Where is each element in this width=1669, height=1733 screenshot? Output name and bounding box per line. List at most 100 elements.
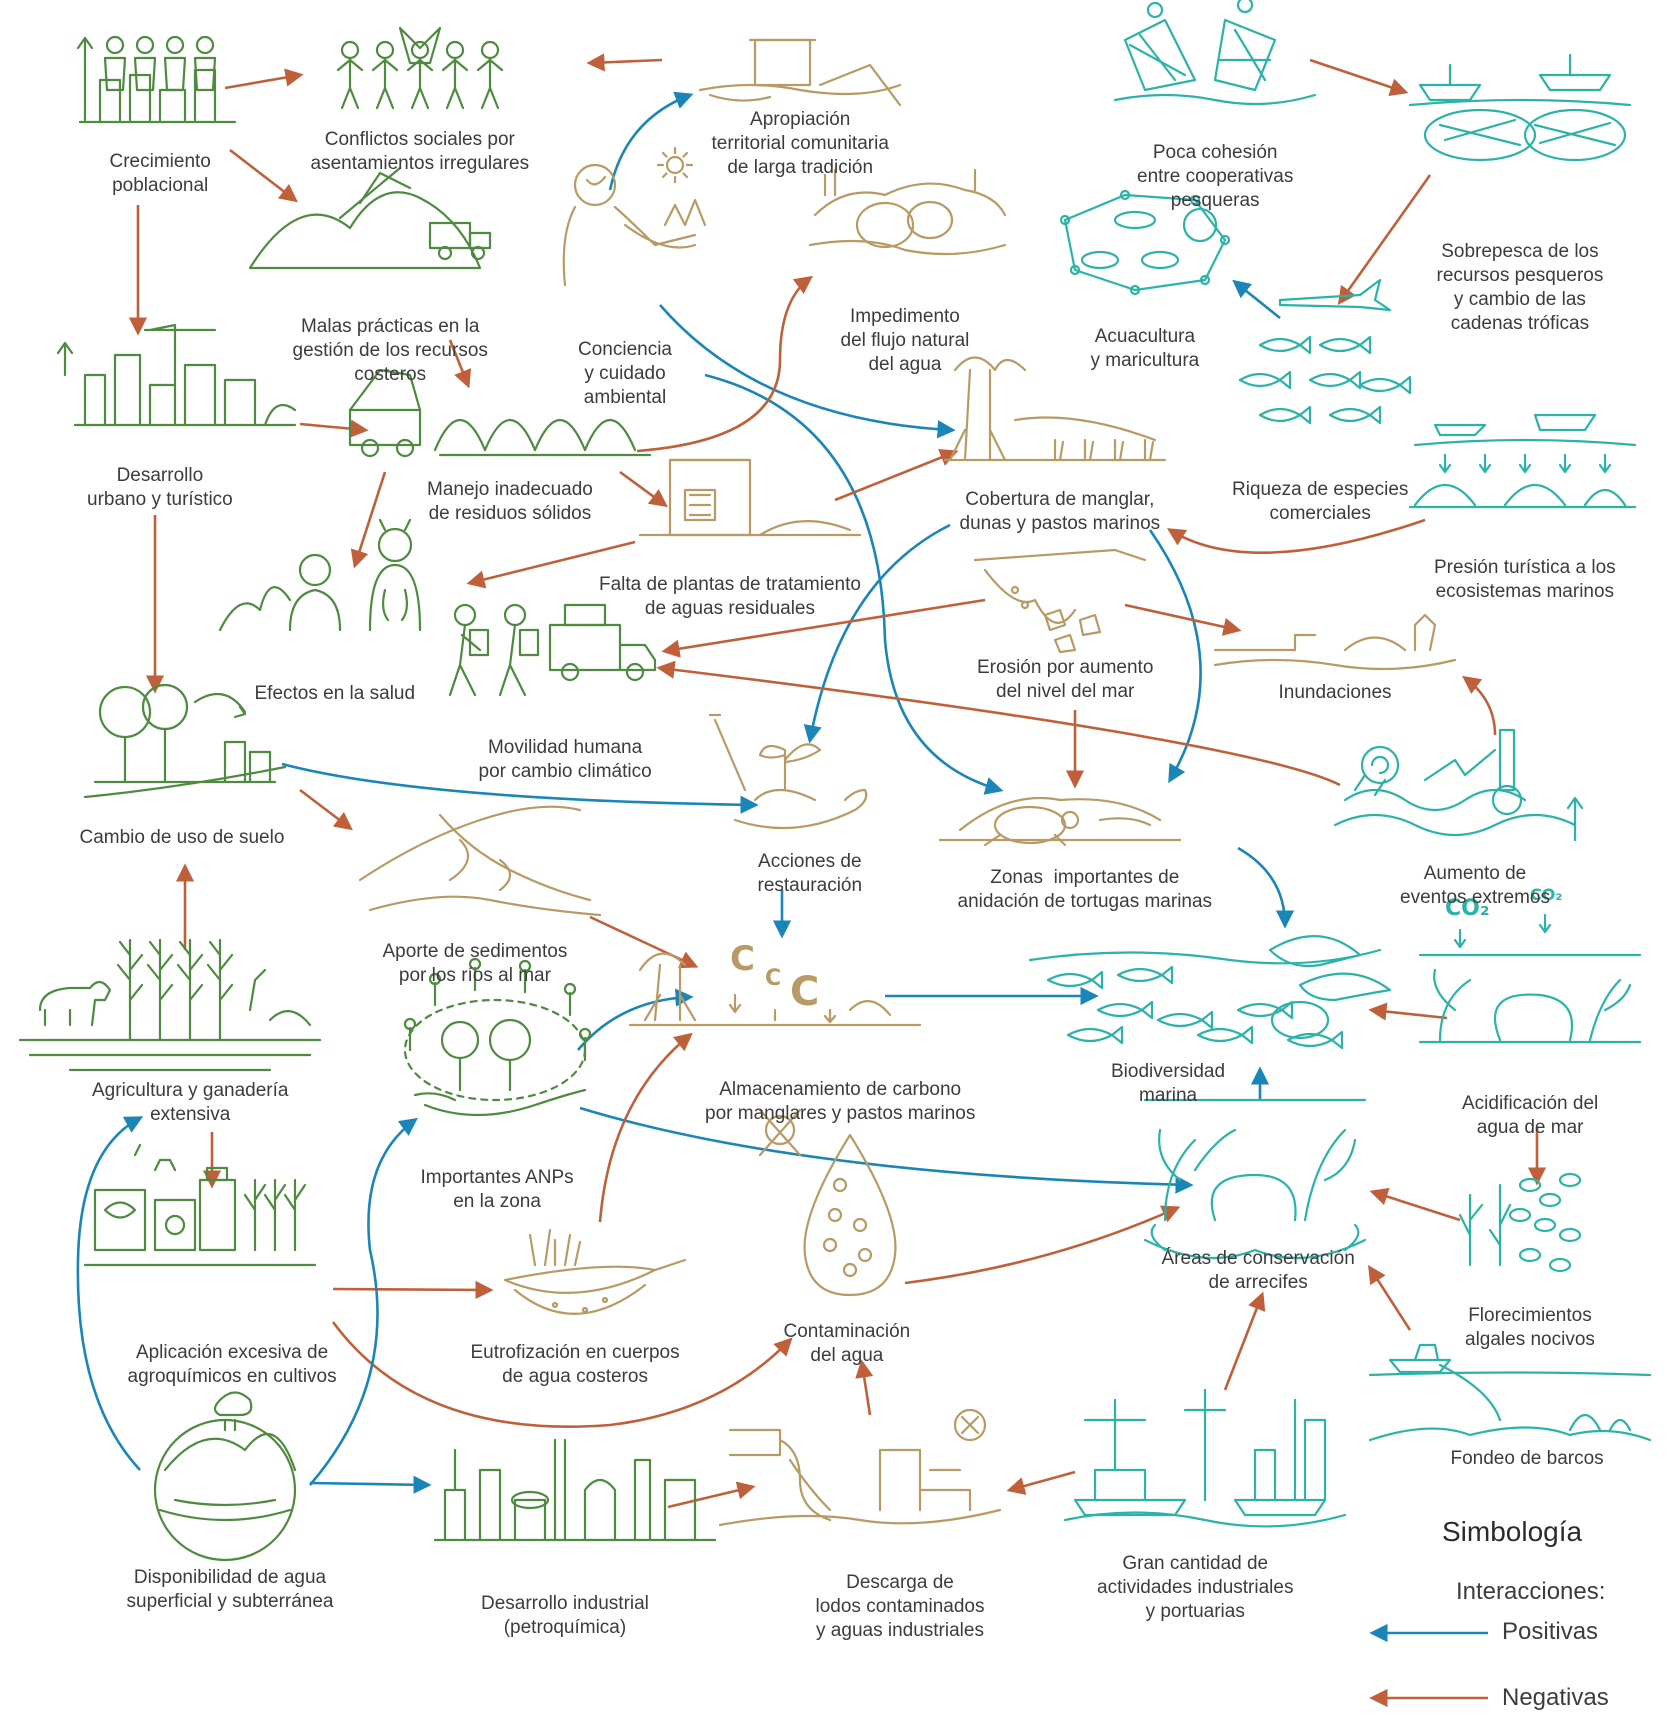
coral-reef-hands-icon	[1143, 1098, 1367, 1260]
sea-turtle-icon	[938, 796, 1182, 847]
node-label-anps: Importantes ANPs en la zona	[420, 1167, 574, 1212]
arrow-residuos-to-plantas	[619, 470, 668, 508]
node-label-conflictos: Conflictos sociales por asentamientos ir…	[310, 129, 530, 174]
arrow-cobertura-to-tortugas	[1148, 529, 1202, 784]
node-label-eventos: Aumento de eventos extremos	[1400, 863, 1550, 908]
arrow-anps-to-arrecifes	[579, 1106, 1194, 1194]
algae-bloom-water-icon	[503, 1228, 687, 1315]
node-label-impedimento: Impedimento del flujo natural del agua	[840, 306, 970, 375]
node-label-residuos: Manejo inadecuado de residuos sólidos	[427, 479, 593, 524]
node-label-movilidad: Movilidad humana por cambio climático	[478, 737, 652, 782]
arrow-fondeo-to-arrecifes	[1368, 1264, 1412, 1331]
node-label-acuacultura: Acuacultura y maricultura	[1090, 326, 1200, 371]
arrow-cobertura-to-restauracion	[803, 523, 951, 744]
erosion-icon	[973, 548, 1147, 654]
arrow-gran_cantidad-to-arrecifes	[1223, 1291, 1266, 1391]
interaction-arrows	[76, 53, 1547, 1509]
arrow-desarrollo_urbano-to-residuos	[299, 419, 369, 438]
node-label-cohesion: Poca cohesión entre cooperativas pesquer…	[1137, 142, 1294, 211]
arrow-plantas-to-cobertura	[834, 448, 959, 502]
aquaculture-icon	[1059, 189, 1231, 296]
arrow-cambio_suelo-to-restauracion	[281, 762, 759, 814]
arrow-presion-to-cobertura	[1166, 518, 1426, 554]
mining-truck-icon	[248, 166, 492, 270]
node-label-biodiversidad: Biodiversidad marina	[1111, 1061, 1226, 1106]
arrow-erosion-to-inundaciones	[1124, 603, 1242, 636]
agrochemicals-icon	[83, 1143, 317, 1267]
population-growth-icon	[76, 35, 237, 124]
node-label-sobrepesca: Sobrepesca de los recursos pesqueros y c…	[1436, 241, 1604, 334]
city-construction-icon	[56, 323, 297, 427]
arrow-conciencia-to-tortugas	[704, 373, 1004, 795]
coastal-house-icon	[698, 38, 902, 107]
planting-hand-icon	[708, 713, 868, 830]
arrow-descarga-to-contaminacion	[855, 1359, 874, 1416]
node-label-florecimientos: Florecimientos algales nocivos	[1465, 1305, 1595, 1350]
legend-positive-label: Positivas	[1502, 1618, 1599, 1645]
node-label-sedimentos: Aporte de sedimentos por los ríos al mar	[382, 941, 568, 986]
node-label-presion: Presión turística a los ecosistemas mari…	[1434, 557, 1616, 602]
fishing-nets-icon	[1113, 0, 1317, 106]
node-label-desarrollo-urbano: Desarrollo urbano y turístico	[87, 465, 233, 510]
arrow-sobrepesca-to-riqueza	[1337, 174, 1432, 305]
arrow-eventos-to-movilidad	[656, 660, 1341, 787]
arrow-tortugas-to-biodiversidad	[1237, 846, 1295, 929]
node-label-industrial: Desarrollo industrial (petroquímica)	[481, 1593, 649, 1638]
node-label-plantas: Falta de plantas de tratamiento de aguas…	[599, 574, 861, 619]
node-label-gran-cantidad: Gran cantidad de actividades industriale…	[1097, 1553, 1294, 1622]
svg-text:C: C	[765, 966, 781, 991]
arrow-residuos-to-salud	[350, 471, 387, 569]
node-label-erosion: Erosión por aumento del nivel del mar	[977, 657, 1154, 702]
harmful-algae-icon	[1458, 1172, 1582, 1273]
arrow-eutrofizacion-to-carbono	[598, 1032, 693, 1223]
node-label-fondeo: Fondeo de barcos	[1450, 1448, 1604, 1469]
node-label-inundaciones: Inundaciones	[1278, 682, 1392, 703]
arrow-eventos-to-inundaciones	[1462, 675, 1497, 736]
refinery-icon	[433, 1438, 717, 1542]
anchored-boat-icon	[1368, 1343, 1652, 1442]
arrow-disponibilidad-to-industrial	[309, 1475, 432, 1494]
node-label-riqueza: Riqueza de especies comerciales	[1232, 479, 1409, 524]
node-label-crecimiento: Crecimiento poblacional	[109, 151, 211, 196]
tourist-boats-icon	[1408, 413, 1637, 509]
arrow-conciencia-to-apropiacion	[608, 91, 694, 191]
water-cycle-icon	[153, 1391, 297, 1562]
garbage-truck-icon	[348, 368, 652, 458]
svg-text:CO₂: CO₂	[1530, 885, 1562, 904]
arrow-apropiacion-to-conflictos	[586, 53, 663, 72]
flood-icon	[1213, 613, 1457, 671]
legend-title: Simbología	[1442, 1516, 1583, 1547]
arrow-cambio_suelo-to-sedimentos	[299, 788, 353, 831]
blocked-water-icon	[808, 168, 1007, 256]
arrow-plantas-to-salud	[466, 540, 636, 589]
social-conflict-icon	[336, 26, 504, 110]
arrow-malas_practicas-to-residuos	[448, 339, 472, 389]
node-label-contaminacion: Contaminación del agua	[783, 1321, 911, 1366]
node-label-cobertura: Cobertura de manglar, dunas y pastos mar…	[959, 489, 1161, 534]
node-label-carbono: Almacenamiento de carbono por manglares …	[705, 1079, 976, 1124]
fish-school-icon	[1238, 278, 1412, 425]
node-label-agroquimicos: Aplicación excesiva de agroquímicos en c…	[127, 1342, 337, 1387]
svg-text:C: C	[730, 939, 755, 979]
node-label-tortugas: Zonas importantes de anidación de tortug…	[957, 867, 1213, 912]
marine-life-icon	[1028, 935, 1392, 1050]
svg-text:CO₂: CO₂	[1445, 896, 1489, 921]
node-label-disponibilidad: Disponibilidad de agua superficial y sub…	[126, 1567, 334, 1612]
arrow-cohesion-to-sobrepesca	[1309, 58, 1409, 96]
fishing-boats-icon	[1408, 53, 1632, 162]
port-industry-icon	[1063, 1388, 1347, 1528]
discharge-pipe-icon	[718, 1408, 1002, 1527]
treatment-plant-icon	[638, 458, 862, 537]
node-label-eutrofizacion: Eutrofización en cuerpos de agua costero…	[470, 1342, 680, 1387]
svg-text:C: C	[790, 969, 819, 1015]
legend-subtitle: Interacciones:	[1456, 1578, 1606, 1605]
legend-negative-label: Negativas	[1502, 1684, 1609, 1711]
river-delta-icon	[358, 805, 602, 917]
arrow-agroquimicos-to-contaminacion	[331, 1321, 793, 1428]
arrow-disponibilidad-to-anps	[309, 1117, 418, 1486]
arrow-crecimiento-to-conflictos	[224, 68, 304, 90]
legend-lines	[1369, 1623, 1488, 1708]
arrow-gran_cantidad-to-descarga	[1006, 1470, 1076, 1495]
